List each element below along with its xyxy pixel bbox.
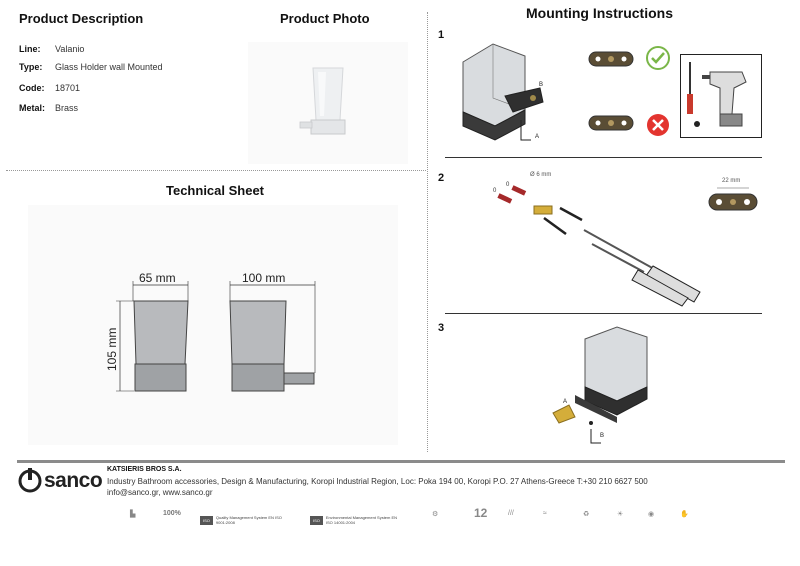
company-contacts: info@sanco.gr, www.sanco.gr: [107, 488, 213, 497]
cert-text: Environmental Management System EN ISO 1…: [325, 515, 398, 525]
label-b: B: [600, 433, 604, 439]
iso14001-badge: ISO Environmental Management System EN I…: [310, 512, 401, 528]
step-number: 2: [438, 172, 445, 184]
spec-label: Type:: [19, 62, 43, 72]
dimension-width-side: 100 mm: [242, 271, 285, 285]
recycle-icon: ♻: [583, 511, 590, 518]
spec-value: Valanio: [55, 44, 85, 54]
step1-glass-illustration: B A: [462, 43, 544, 141]
sun-icon: ☀: [617, 511, 624, 518]
product-description-heading: Product Description: [19, 11, 144, 26]
spec-value: 18701: [55, 83, 81, 93]
water-icon: ≈: [543, 510, 547, 517]
badge-100: 100%: [163, 510, 181, 517]
plug-label: 0: [493, 188, 497, 194]
iso9001-badge: ISO Quality Management System EN ISO 900…: [200, 512, 286, 528]
spec-code: Code: 18701: [19, 83, 80, 93]
spacing-label: 22 mm: [722, 178, 741, 184]
spacing-plate-icon: [708, 187, 758, 211]
sanco-logo-icon: [18, 468, 42, 493]
made-in-icon: ▙: [130, 511, 136, 518]
design-icon: ⚙: [432, 511, 439, 518]
check-icon: [646, 46, 670, 70]
technical-sheet-heading: Technical Sheet: [166, 183, 265, 198]
spec-value: Brass: [55, 103, 79, 113]
spec-line: Line: Valanio: [19, 44, 84, 54]
step-number: 1: [438, 29, 445, 41]
technical-drawing: 65 mm 100 mm 105 mm: [28, 205, 398, 445]
cert-text: Quality Management System EN ISO 9001:20…: [215, 515, 282, 525]
company-address: Industry Bathroom accessories, Design & …: [107, 477, 648, 486]
mounting-plate-icon: [588, 115, 634, 131]
divider: [6, 170, 426, 171]
stripes-icon: ///: [508, 510, 514, 517]
spec-label: Code:: [19, 83, 45, 93]
step-number: 3: [438, 322, 445, 334]
step3-mounted-illustration: A B: [552, 326, 648, 444]
mounting-instructions-heading: Mounting Instructions: [526, 5, 673, 21]
step2-drilling-illustration: Ø 6 mm 0 0: [493, 172, 701, 307]
company-name: KATSIERIS BROS S.A.: [107, 466, 182, 473]
iso-badge-icon: ISO: [200, 515, 213, 525]
plug-label: 0: [506, 182, 510, 188]
iso-badge-icon: ISO: [310, 515, 323, 525]
spec-metal: Metal: Brass: [19, 103, 78, 113]
spec-type: Type: Glass Holder wall Mounted: [19, 62, 163, 72]
spec-label: Metal:: [19, 103, 46, 113]
label-a: A: [535, 134, 539, 140]
label-b: B: [539, 82, 543, 88]
footer-divider: [17, 460, 785, 463]
logo-text: sanco: [44, 469, 103, 492]
hand-icon: ✋: [680, 511, 689, 518]
dimension-height: 105 mm: [105, 328, 119, 371]
cross-icon: [647, 114, 669, 136]
dimension-width-front: 65 mm: [139, 271, 176, 285]
divider: [427, 12, 428, 452]
product-photo: [248, 42, 408, 164]
label-a: A: [563, 399, 567, 405]
spec-label: Line:: [19, 44, 41, 54]
mounting-plate-icon: [588, 51, 634, 67]
badge-12: 12: [474, 506, 488, 520]
step-divider: [445, 313, 762, 314]
step-divider: [445, 157, 762, 158]
shield-icon: ◉: [648, 511, 655, 518]
spec-value: Glass Holder wall Mounted: [55, 62, 163, 72]
tools-icon: [680, 54, 762, 138]
drill-diameter-label: Ø 6 mm: [530, 172, 551, 178]
product-photo-heading: Product Photo: [280, 11, 370, 26]
